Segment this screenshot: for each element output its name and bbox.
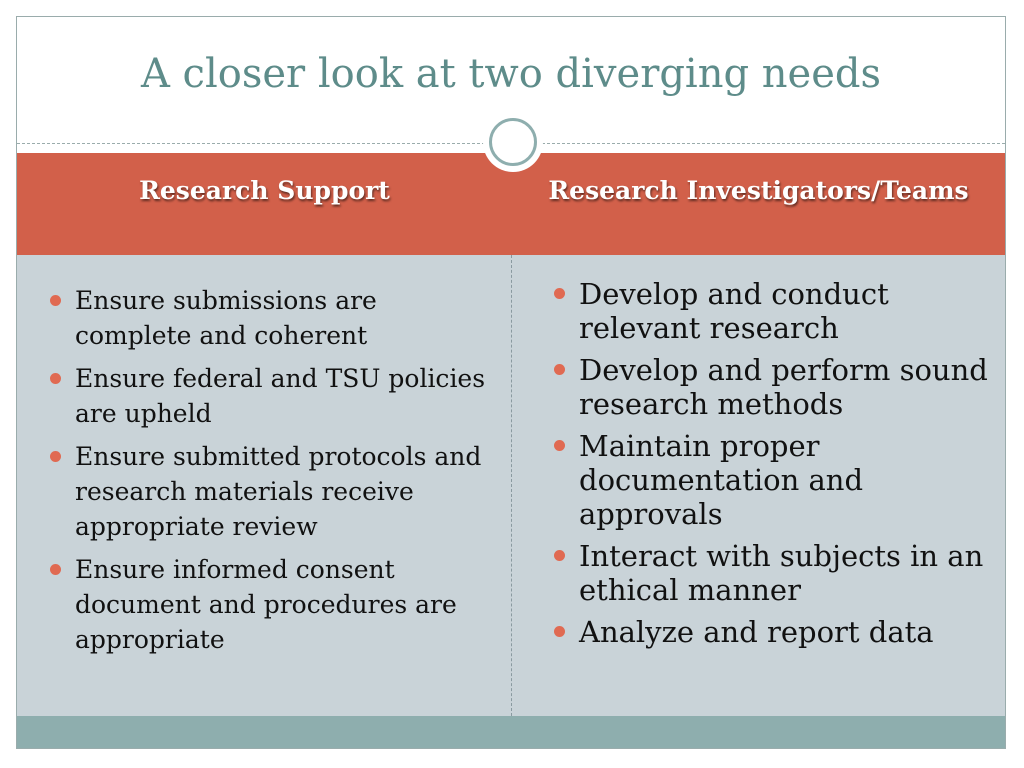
bullet-dot-icon bbox=[50, 451, 61, 462]
bullet-dot-icon bbox=[50, 295, 61, 306]
list-item-text: Ensure submitted protocols and research … bbox=[75, 442, 482, 541]
ring-ornament-inner bbox=[489, 118, 537, 166]
research-support-list: Ensure submissions are complete and cohe… bbox=[48, 283, 488, 665]
bullet-dot-icon bbox=[554, 626, 565, 637]
bullet-dot-icon bbox=[554, 288, 565, 299]
list-item-text: Develop and perform sound research metho… bbox=[579, 353, 988, 421]
list-item-text: Analyze and report data bbox=[579, 615, 934, 649]
column-divider bbox=[511, 255, 512, 716]
list-item-text: Ensure submissions are complete and cohe… bbox=[75, 286, 377, 350]
list-item: Ensure federal and TSU policies are uphe… bbox=[48, 361, 488, 431]
bullet-dot-icon bbox=[50, 373, 61, 384]
list-item-text: Ensure informed consent document and pro… bbox=[75, 555, 457, 654]
ring-ornament-icon bbox=[483, 112, 543, 172]
list-item-text: Interact with subjects in an ethical man… bbox=[579, 539, 984, 607]
list-item-text: Maintain proper documentation and approv… bbox=[579, 429, 864, 531]
footer-band bbox=[17, 716, 1005, 748]
list-item: Ensure submissions are complete and cohe… bbox=[48, 283, 488, 353]
list-item: Interact with subjects in an ethical man… bbox=[552, 539, 992, 607]
list-item: Maintain proper documentation and approv… bbox=[552, 429, 992, 531]
slide-frame bbox=[16, 16, 1006, 749]
header-research-investigators: Research Investigators/Teams bbox=[548, 175, 969, 205]
header-research-support: Research Support bbox=[139, 175, 390, 205]
list-item: Analyze and report data bbox=[552, 615, 992, 649]
list-item-text: Develop and conduct relevant research bbox=[579, 277, 889, 345]
list-item: Develop and perform sound research metho… bbox=[552, 353, 992, 421]
bullet-dot-icon bbox=[50, 564, 61, 575]
list-item: Ensure submitted protocols and research … bbox=[48, 439, 488, 544]
bullet-dot-icon bbox=[554, 364, 565, 375]
list-item: Ensure informed consent document and pro… bbox=[48, 552, 488, 657]
bullet-dot-icon bbox=[554, 550, 565, 561]
bullet-dot-icon bbox=[554, 440, 565, 451]
research-investigators-list: Develop and conduct relevant research De… bbox=[552, 277, 992, 657]
slide-title: A closer look at two diverging needs bbox=[140, 51, 882, 97]
list-item: Develop and conduct relevant research bbox=[552, 277, 992, 345]
list-item-text: Ensure federal and TSU policies are uphe… bbox=[75, 364, 486, 428]
